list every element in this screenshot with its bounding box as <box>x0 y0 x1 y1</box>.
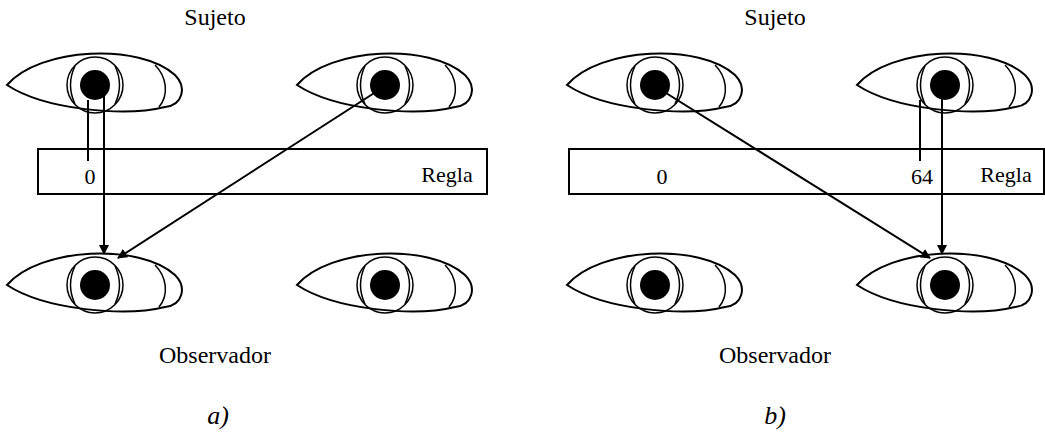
ruler: 0 Regla <box>37 148 488 195</box>
subject-eye <box>567 53 742 113</box>
role-label: Observador <box>719 342 831 368</box>
observer-eye <box>567 253 742 313</box>
ruler: 0 64 Regla <box>568 148 1045 195</box>
sight-arrow <box>658 88 930 258</box>
role-label: Sujeto <box>744 4 805 30</box>
panel-letter: a) <box>207 402 229 431</box>
ruler-tick <box>919 100 921 161</box>
role-label: Sujeto <box>184 4 245 30</box>
subject-eye <box>857 53 1032 113</box>
observer-eye <box>857 253 1032 313</box>
subject-eye <box>297 53 472 113</box>
sight-arrow <box>103 88 105 254</box>
sight-arrow <box>941 88 943 254</box>
sight-arrow <box>118 88 382 258</box>
ruler-mark: Regla <box>421 164 472 186</box>
ruler-mark: 64 <box>911 166 933 188</box>
ruler-mark: 0 <box>85 166 96 188</box>
subject-eye <box>7 53 182 113</box>
ruler-tick <box>87 100 89 161</box>
observer-eye <box>7 253 182 313</box>
observer-eye <box>297 253 472 313</box>
ruler-mark: 0 <box>657 166 668 188</box>
role-label: Observador <box>159 342 271 368</box>
ruler-mark: Regla <box>980 164 1031 186</box>
panel-letter: b) <box>764 402 786 431</box>
